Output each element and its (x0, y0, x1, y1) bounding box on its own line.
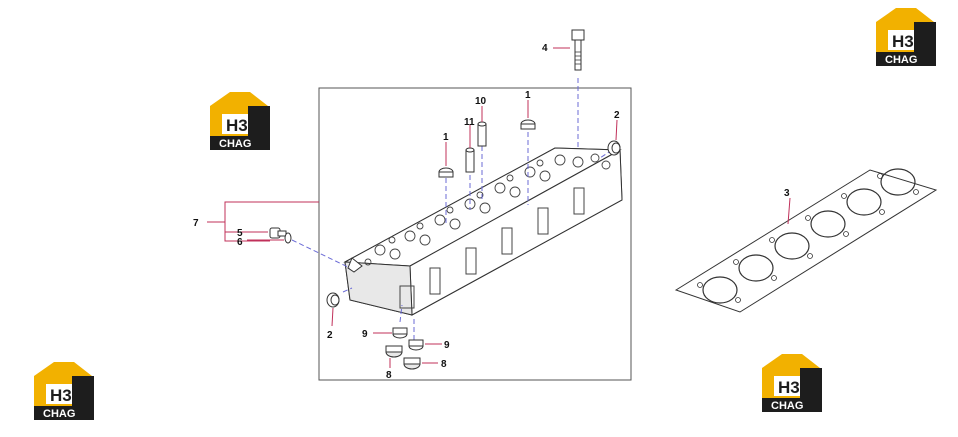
valve-guide-11 (465, 147, 475, 173)
callout-9: 9 (444, 340, 450, 351)
assembly-frame (318, 87, 632, 381)
callout-3: 3 (784, 188, 790, 199)
brand-logo-top-right: H3 CHAG (876, 8, 936, 66)
callout-8: 8 (386, 370, 392, 381)
callout-6: 6 (237, 237, 243, 248)
washer-6 (284, 232, 292, 244)
callout-10: 10 (475, 96, 487, 107)
plug-1a (438, 167, 454, 178)
valve-guide-10 (477, 121, 487, 147)
callout-2: 2 (614, 110, 620, 121)
logo-mark: H3 (50, 386, 72, 405)
callout-2: 2 (327, 330, 333, 341)
logo-mark: H3 (778, 378, 800, 397)
callout-1: 1 (525, 90, 531, 101)
seal-9a (392, 327, 408, 339)
callout-1: 1 (443, 132, 449, 143)
callout-7: 7 (193, 218, 199, 229)
cylinder-head (343, 147, 623, 316)
brand-logo-top-left: H3 CHAG (210, 92, 270, 150)
callout-8: 8 (441, 359, 447, 370)
callout-5: 5 (237, 228, 243, 239)
seal-8b (403, 357, 421, 370)
cap-2-left (326, 292, 340, 308)
head-gasket (674, 168, 938, 313)
logo-mark: H3 (892, 32, 914, 51)
leader-lines (207, 47, 791, 368)
logo-caption: CHAG (771, 400, 803, 412)
brand-logo-bottom-right: H3 CHAG (762, 354, 822, 412)
callouts: 4 1 10 11 1 2 3 7 5 6 2 9 9 8 8 (193, 43, 790, 381)
callout-4: 4 (542, 43, 548, 54)
seal-9b (408, 339, 424, 351)
seal-8a (385, 345, 403, 358)
logo-caption: CHAG (885, 54, 917, 66)
plug-1b (520, 119, 536, 130)
logo-mark: H3 (226, 116, 248, 135)
callout-11: 11 (464, 117, 475, 128)
cap-2-right (607, 140, 621, 156)
logo-caption: CHAG (219, 138, 251, 150)
brand-logo-bottom-left: H3 CHAG (34, 362, 94, 420)
head-bolt (571, 29, 585, 71)
sensor-5 (269, 227, 287, 239)
logo-caption: CHAG (43, 408, 75, 420)
callout-9: 9 (362, 329, 368, 340)
